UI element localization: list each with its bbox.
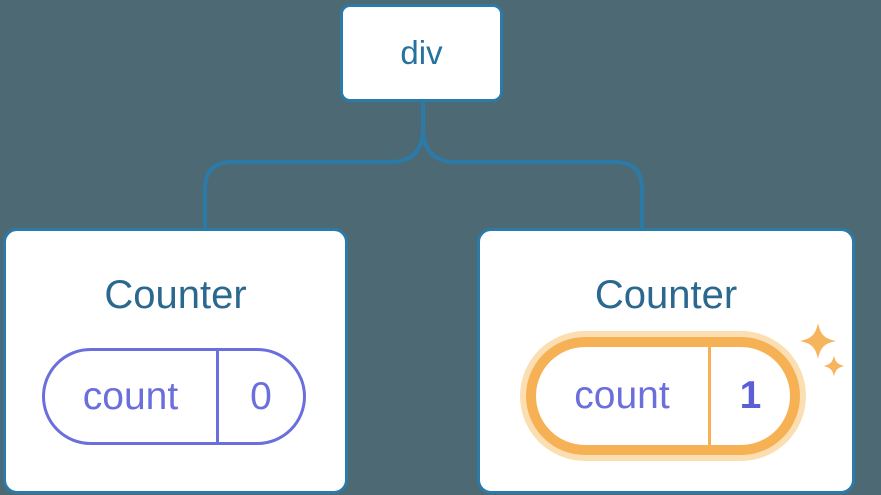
state-key: count <box>82 374 179 418</box>
root-node-label: div <box>400 34 443 71</box>
state-pill: count 0 <box>42 348 306 445</box>
component-card-left: Counter count 0 <box>3 228 348 494</box>
connector-right-branch <box>421 101 644 229</box>
sparkle-large-icon <box>800 323 836 359</box>
state-value: 0 <box>250 374 272 418</box>
component-card-right: Counter count 1 <box>477 228 855 494</box>
state-pill-divider <box>216 351 219 442</box>
sparkles-icon <box>800 323 845 377</box>
state-pill-highlight-ring: count 1 <box>520 331 806 461</box>
root-node: div <box>340 4 503 102</box>
state-pill-highlighted: count 1 <box>526 337 800 455</box>
component-title: Counter <box>594 273 738 317</box>
state-value: 1 <box>739 374 762 417</box>
state-pill-divider <box>708 347 711 445</box>
component-title: Counter <box>104 273 247 317</box>
sparkle-small-icon <box>823 355 845 377</box>
state-key: count <box>574 374 670 417</box>
connector-left-branch <box>203 101 425 229</box>
